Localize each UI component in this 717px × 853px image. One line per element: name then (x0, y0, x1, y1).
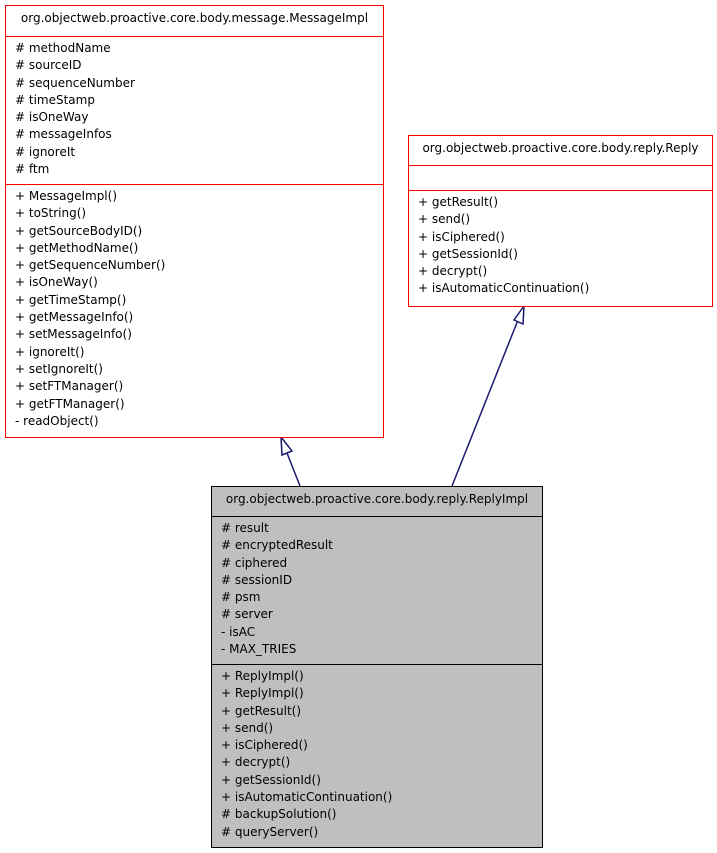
attribute: # result (221, 521, 269, 535)
edge-replyimpl-to-reply (451, 303, 525, 487)
operation: + isOneWay() (15, 275, 98, 290)
operations-section: + MessageImpl() + toString() + getSource… (6, 184, 383, 433)
operation: + getSequenceNumber() (15, 258, 166, 273)
operation: + getSourceBodyID() (15, 223, 143, 238)
attribute: # sequenceNumber (15, 75, 135, 90)
attribute: # messageInfos (15, 127, 112, 142)
operation: + getResult() (221, 703, 302, 718)
attributes-section (409, 165, 712, 190)
attribute: - MAX_TRIES (221, 642, 297, 657)
operation: + setMessageInfo() (15, 327, 132, 342)
operations-section: + ReplyImpl() + ReplyImpl() + getResult(… (212, 664, 542, 844)
operation: # queryServer() (221, 824, 319, 839)
operation: + isAutomaticContinuation() (221, 790, 393, 805)
attribute: # sessionID (221, 572, 293, 587)
operation: + setIgnoreIt() (15, 361, 103, 376)
attribute: # timeStamp (15, 92, 95, 107)
operation: + ReplyImpl() (221, 669, 304, 683)
attribute: # sourceID (15, 58, 82, 73)
operation: + getSessionId() (221, 772, 321, 787)
operation: + toString() (15, 206, 87, 221)
operation: + isAutomaticContinuation() (418, 281, 590, 296)
operation: + getTimeStamp() (15, 292, 127, 307)
class-reply[interactable]: org.objectweb.proactive.core.body.reply.… (408, 135, 713, 307)
attribute: # ftm (15, 162, 50, 177)
attributes-section: # methodName # sourceID # sequenceNumber… (6, 36, 383, 184)
class-name: org.objectweb.proactive.core.body.messag… (20, 11, 369, 25)
operation: + ignoreIt() (15, 344, 85, 359)
operation: + getSessionId() (418, 246, 518, 261)
attribute: # isOneWay (15, 110, 89, 125)
operation: + getMethodName() (15, 240, 139, 255)
attribute: - isAC (221, 624, 256, 639)
class-replyimpl[interactable]: org.objectweb.proactive.core.body.reply.… (211, 486, 543, 848)
class-name: org.objectweb.proactive.core.body.reply.… (422, 141, 699, 155)
operation: - readObject() (15, 413, 99, 428)
operation: + isCiphered() (221, 738, 308, 753)
operation: + MessageImpl() (15, 189, 118, 203)
operation: + send() (418, 212, 471, 227)
class-name: org.objectweb.proactive.core.body.reply.… (225, 492, 529, 506)
operation: + getFTManager() (15, 396, 125, 411)
attribute: # ciphered (221, 555, 288, 570)
attribute: # psm (221, 590, 261, 605)
edge-replyimpl-to-messageimpl (280, 434, 301, 487)
attribute: # ignoreIt (15, 144, 76, 159)
operation: + isCiphered() (418, 229, 505, 244)
operation: + decrypt() (418, 264, 488, 279)
operation: + send() (221, 720, 274, 735)
attribute: # methodName (15, 41, 111, 55)
operation: + getResult() (418, 195, 499, 209)
operation: + getMessageInfo() (15, 310, 134, 325)
operations-section: + getResult() + send() + isCiphered() + … (409, 190, 712, 301)
operation: # backupSolution() (221, 807, 337, 822)
class-messageimpl[interactable]: org.objectweb.proactive.core.body.messag… (5, 5, 384, 438)
operation: + ReplyImpl() (221, 686, 304, 701)
operation: + setFTManager() (15, 379, 124, 394)
attributes-section: # result # encryptedResult # ciphered # … (212, 516, 542, 664)
attribute: # server (221, 607, 273, 622)
attribute: # encryptedResult (221, 538, 333, 553)
operation: + decrypt() (221, 755, 291, 770)
